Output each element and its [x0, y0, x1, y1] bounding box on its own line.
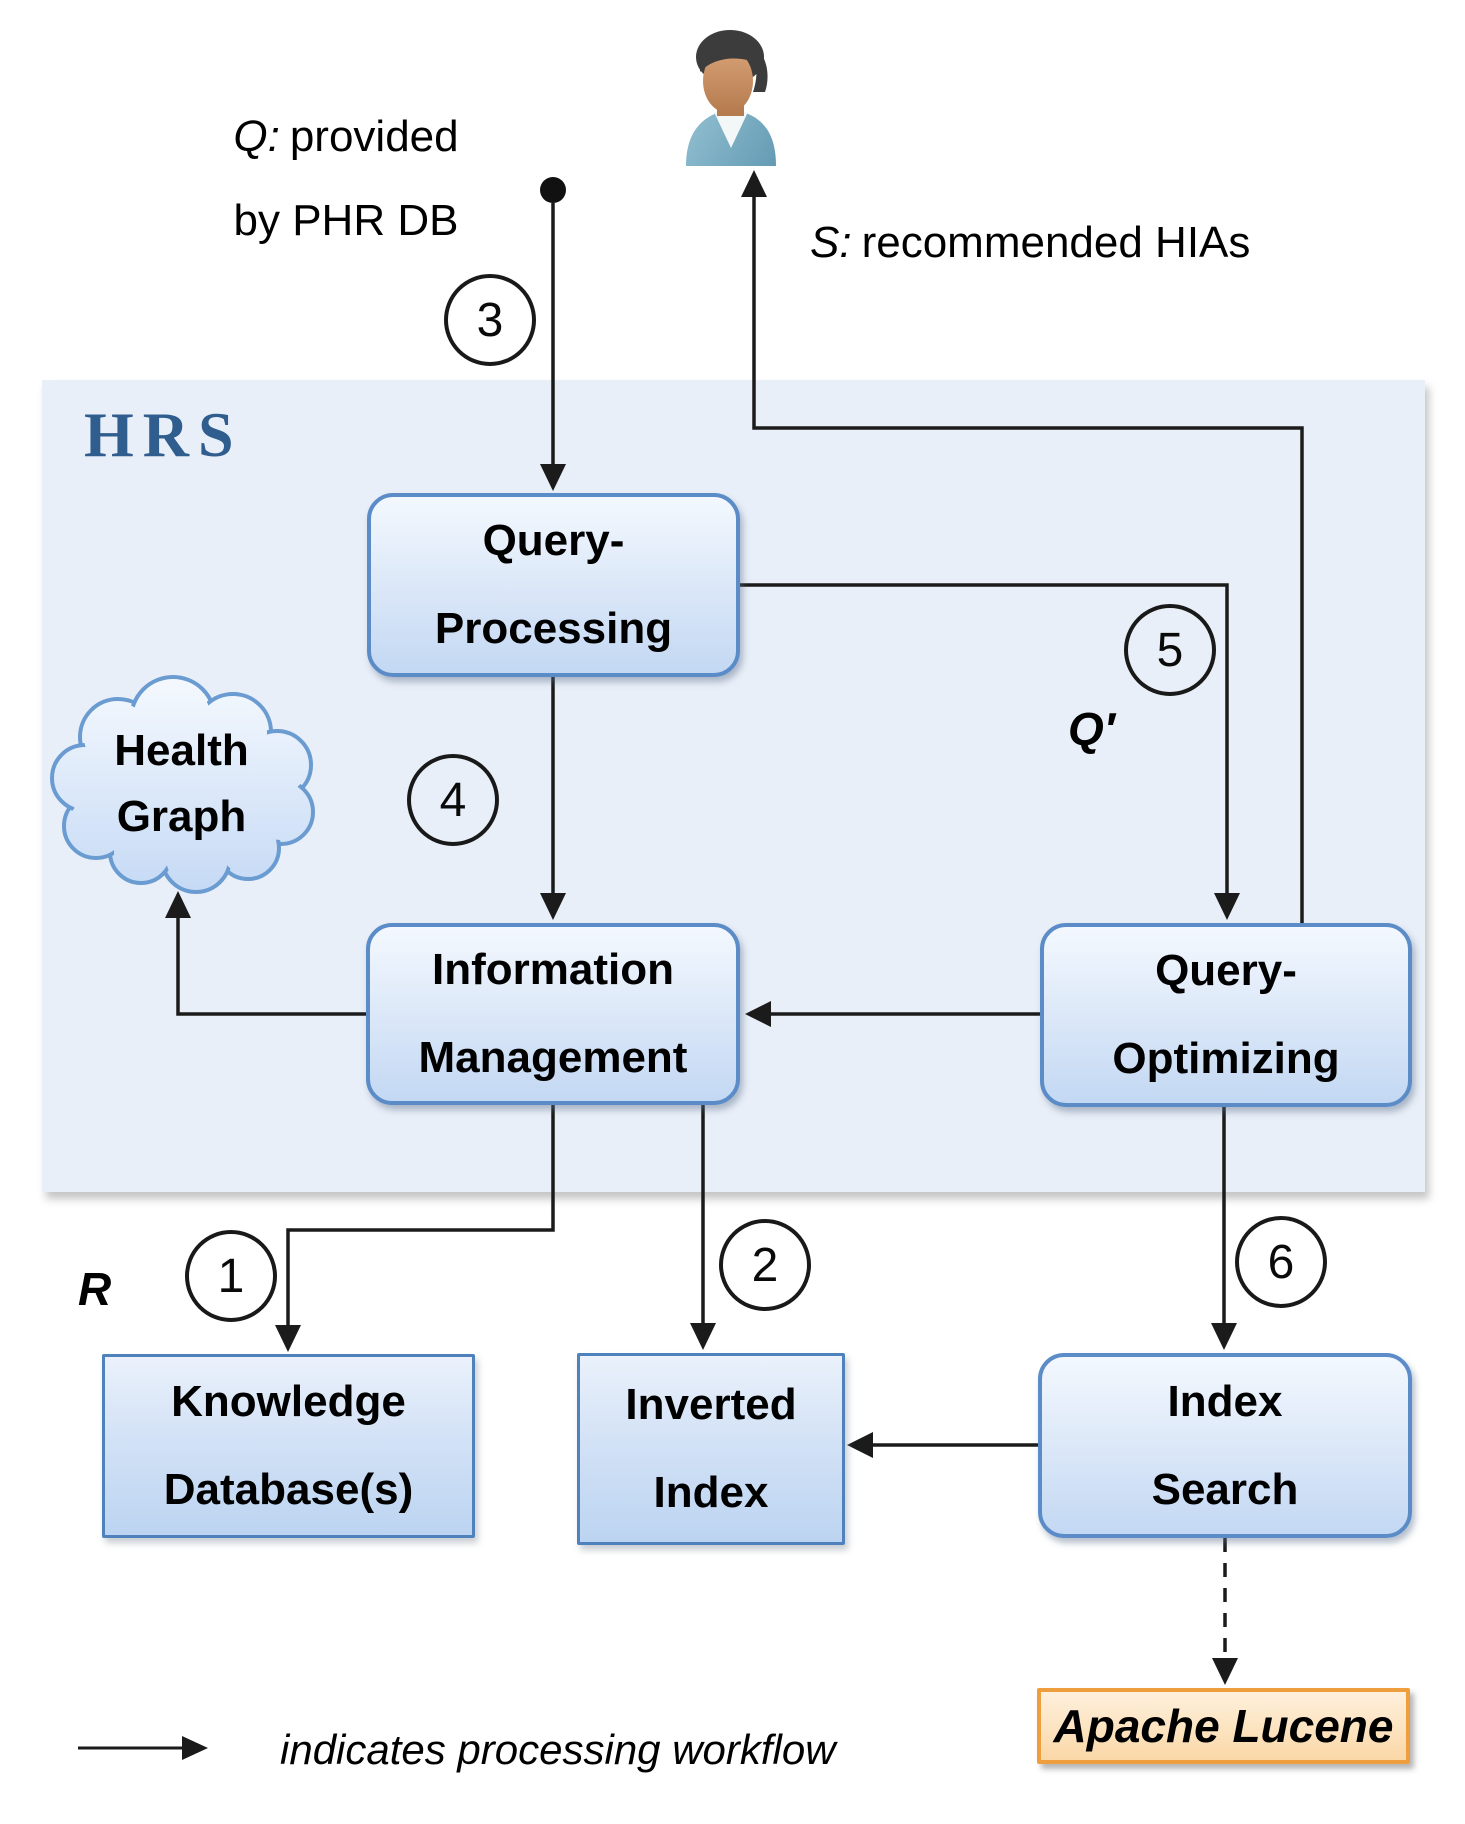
- line-start-dot: [540, 177, 566, 203]
- node-index-search: Index Search: [1038, 1353, 1412, 1538]
- node-health-graph-label: Health Graph: [114, 725, 249, 841]
- s-output-annotation: S:recommended HIAs: [810, 218, 1251, 267]
- arrowheads: [165, 170, 1240, 1760]
- step-circle-3: 3: [444, 274, 536, 366]
- arrow-qo-to-user: [752, 192, 1304, 923]
- node-inverted-index: Inverted Index: [577, 1353, 845, 1545]
- step-circle-2: 2: [719, 1219, 811, 1311]
- r-annotation: R: [78, 1263, 112, 1315]
- legend-label: indicates processing workflow: [280, 1726, 836, 1773]
- step-circle-5: 5: [1124, 604, 1216, 696]
- step-circle-6: 6: [1235, 1216, 1327, 1308]
- arrow-im-to-knowledge-db: [286, 1105, 555, 1330]
- hrs-panel-title: HRS: [84, 399, 243, 470]
- cloud-shape: [50, 675, 315, 894]
- arrow-im-to-health-graph: [176, 913, 366, 1016]
- step-circle-1: 1: [185, 1230, 277, 1322]
- q-input-annotation: Q:provided by PHR DB: [233, 112, 459, 245]
- step-circle-4: 4: [407, 754, 499, 846]
- node-apache-lucene: Apache Lucene: [1037, 1688, 1410, 1764]
- q-prime-annotation: Q′: [1068, 703, 1115, 755]
- node-information-management: Information Management: [366, 923, 740, 1105]
- arrow-qp-to-qo: [740, 583, 1229, 898]
- user-icon: [686, 30, 776, 166]
- node-query-processing: Query- Processing: [367, 493, 740, 677]
- node-query-optimizing: Query- Optimizing: [1040, 923, 1412, 1107]
- node-knowledge-database: Knowledge Database(s): [102, 1354, 475, 1538]
